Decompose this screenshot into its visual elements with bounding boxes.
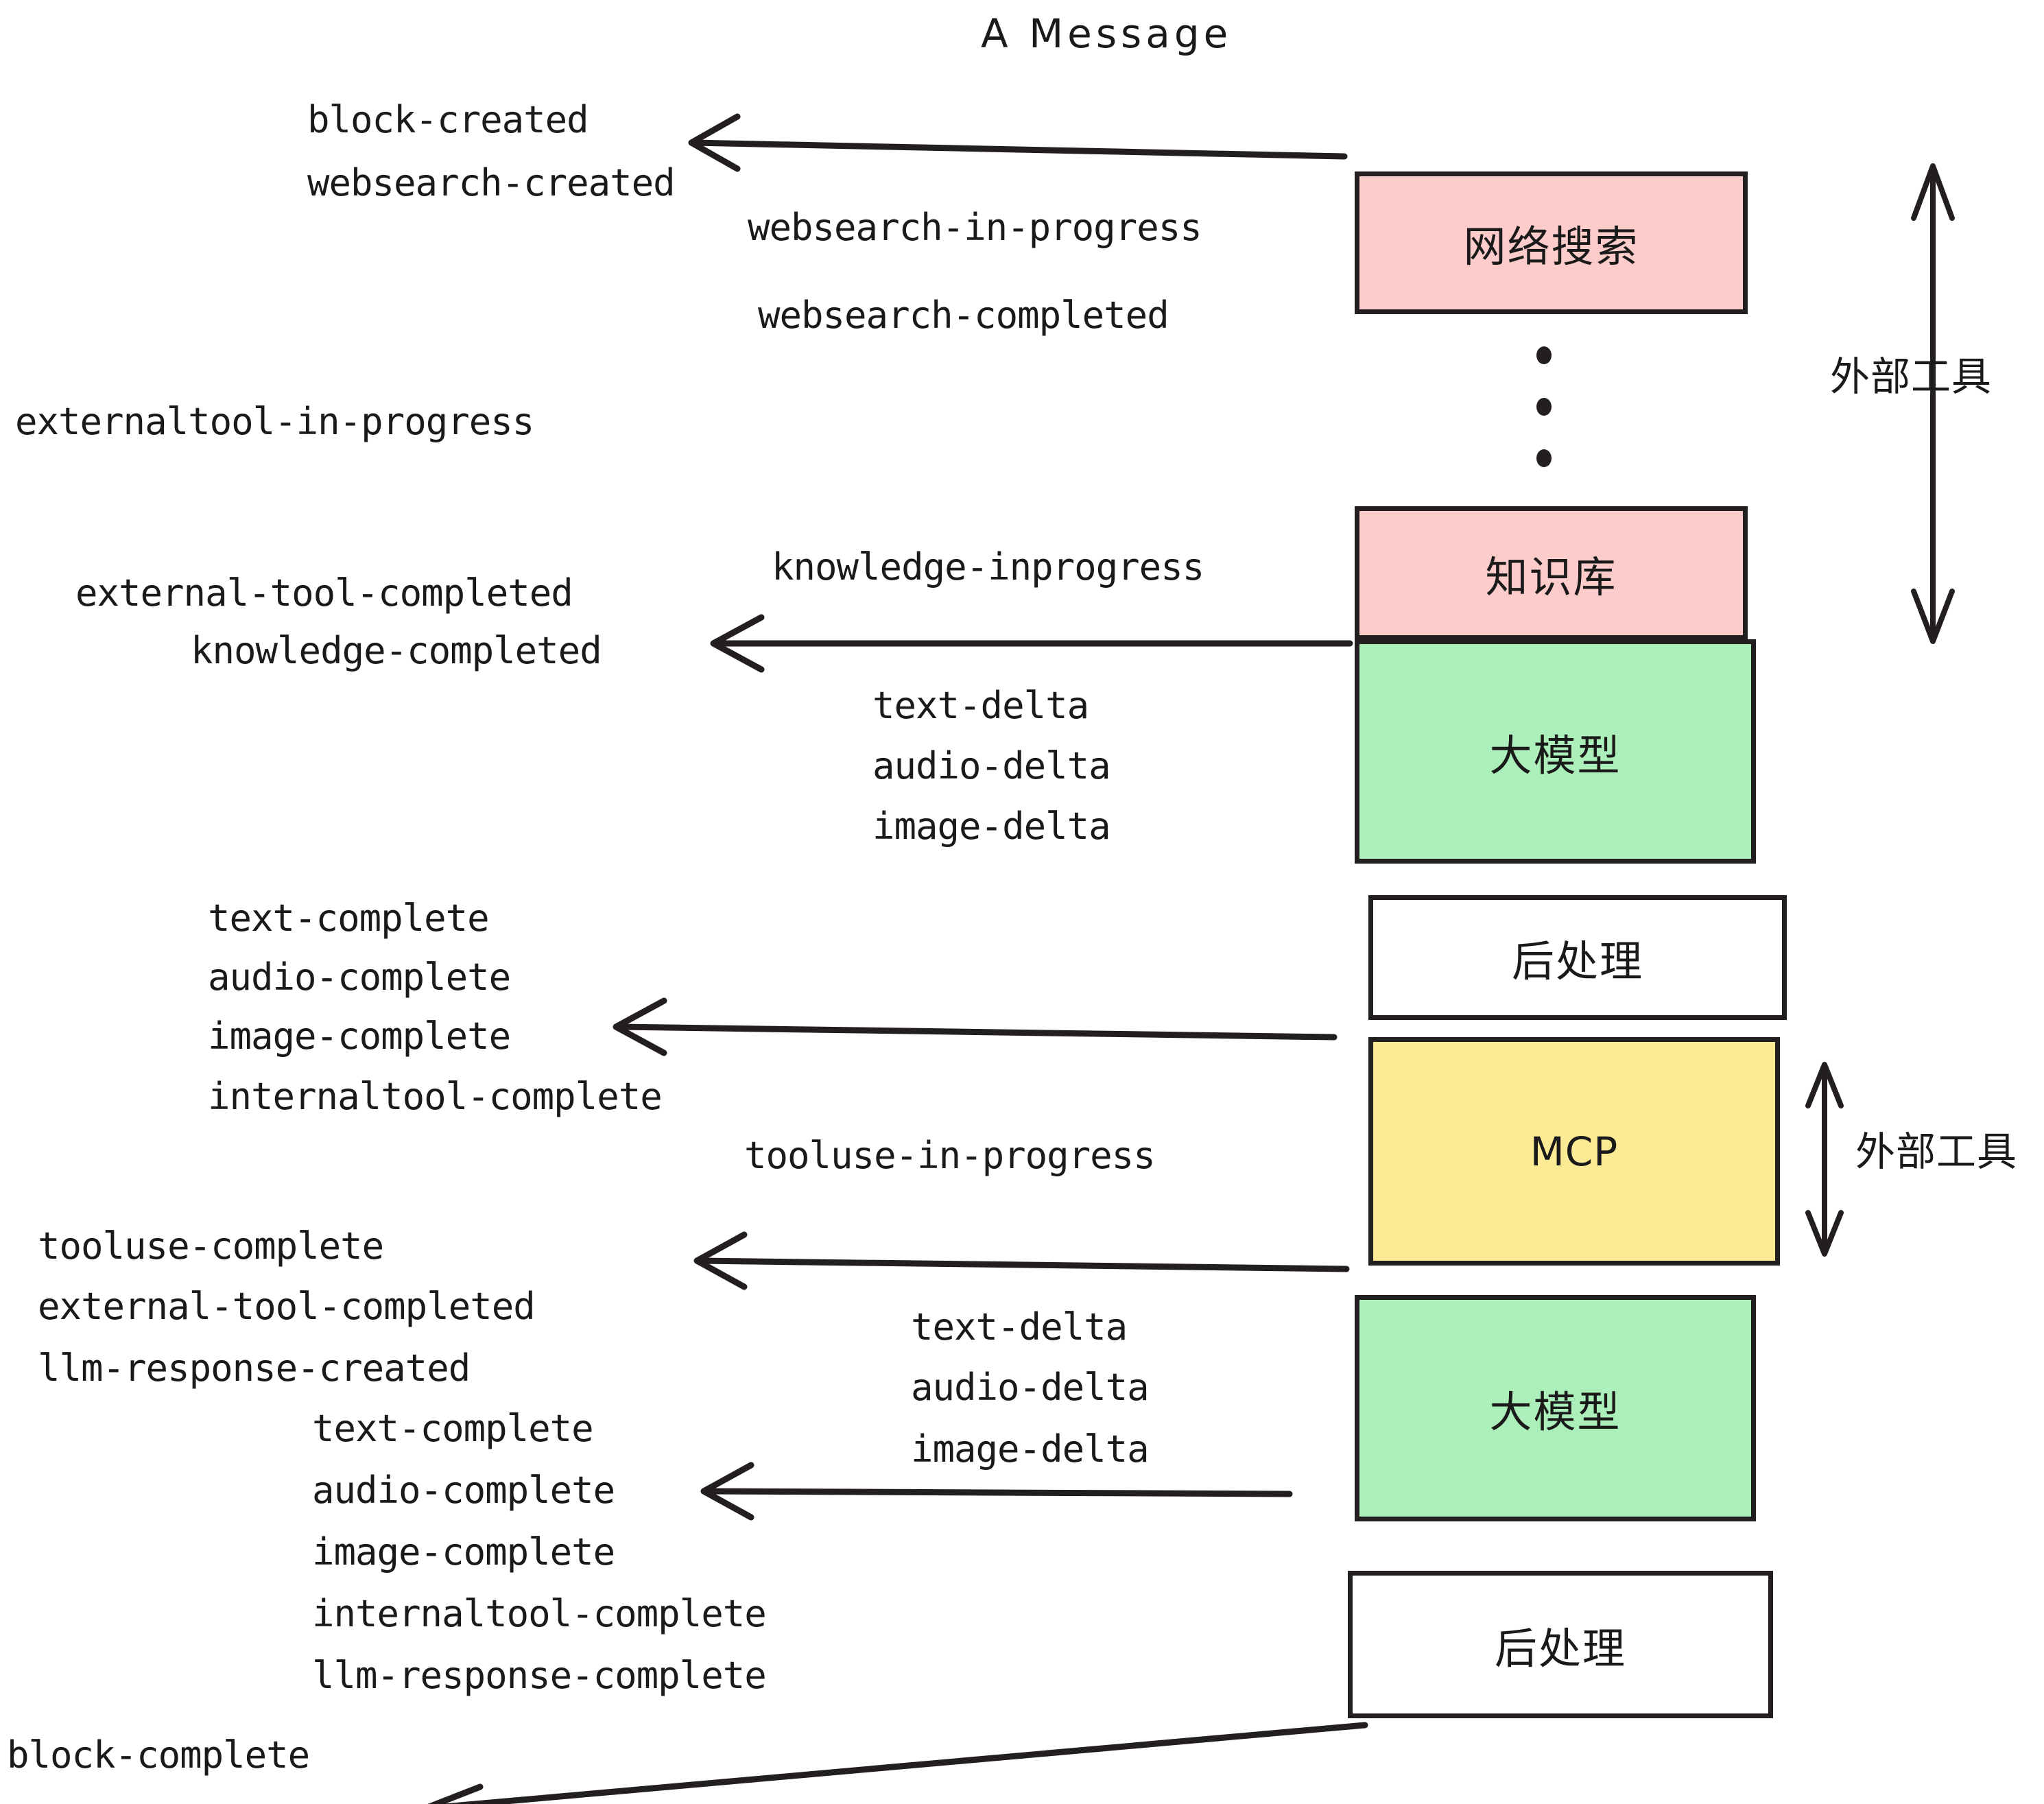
event-label-image-complete-bottom: image-complete — [312, 1530, 615, 1574]
box-postprocess-top[interactable]: 后处理 — [1368, 895, 1787, 1020]
ellipsis-dot-icon — [1536, 346, 1552, 364]
event-label-image-delta-top: image-delta — [872, 805, 1111, 848]
event-label-text-complete-bottom: text-complete — [312, 1407, 594, 1450]
event-label-websearch-completed: websearch-completed — [758, 294, 1169, 337]
event-label-external-tool-completed: external-tool-completed — [75, 571, 573, 615]
event-label-audio-delta-bottom: audio-delta — [911, 1366, 1150, 1409]
event-label-text-delta-bottom: text-delta — [911, 1305, 1128, 1349]
event-label-text-delta-top: text-delta — [872, 684, 1089, 727]
arrow-websearch-to-block-created — [688, 113, 1348, 172]
event-label-block-complete: block-complete — [7, 1733, 310, 1777]
arrow-postprocess-to-block-complete — [427, 1722, 1368, 1804]
event-label-audio-delta-top: audio-delta — [872, 744, 1111, 787]
double-arrow-external-tool-bottom — [1805, 1062, 1844, 1257]
double-arrow-external-tool-top — [1911, 163, 1955, 644]
arrow-mcp-to-tooluse-complete — [693, 1231, 1350, 1290]
side-label-external-tool-top: 外部工具 — [1830, 353, 1993, 400]
box-websearch[interactable]: 网络搜索 — [1355, 171, 1748, 314]
box-llm-bottom[interactable]: 大模型 — [1355, 1295, 1756, 1521]
event-label-llm-response-complete: llm-response-complete — [312, 1654, 767, 1697]
event-label-block-created: block-created — [307, 98, 589, 141]
event-label-tooluse-in-progress: tooluse-in-progress — [744, 1134, 1156, 1177]
event-label-tooluse-complete: tooluse-complete — [38, 1224, 384, 1268]
diagram-title: A Message — [981, 10, 1233, 57]
arrow-llm-to-audio-complete — [700, 1462, 1293, 1521]
side-label-external-tool-bottom: 外部工具 — [1855, 1128, 2018, 1175]
arrow-knowledge-to-completed — [710, 614, 1353, 673]
event-label-knowledge-inprogress: knowledge-inprogress — [772, 545, 1204, 589]
event-label-image-complete-top: image-complete — [208, 1014, 511, 1058]
event-label-websearch-in-progress: websearch-in-progress — [748, 206, 1202, 249]
event-label-knowledge-completed: knowledge-completed — [191, 629, 602, 672]
box-knowledge[interactable]: 知识库 — [1355, 506, 1748, 640]
ellipsis-dot-icon — [1536, 398, 1552, 416]
event-label-image-delta-bottom: image-delta — [911, 1427, 1150, 1471]
event-label-external-tool-completed-2: external-tool-completed — [38, 1285, 536, 1328]
event-label-audio-complete-bottom: audio-complete — [312, 1469, 615, 1512]
event-label-internaltool-complete-top: internaltool-complete — [208, 1075, 663, 1118]
arrow-mcp-to-image-complete — [613, 997, 1338, 1056]
event-label-text-complete-top: text-complete — [208, 897, 490, 940]
event-label-llm-response-created: llm-response-created — [38, 1346, 471, 1390]
box-postprocess-bottom[interactable]: 后处理 — [1348, 1571, 1773, 1718]
ellipsis-dot-icon — [1536, 449, 1552, 467]
box-mcp[interactable]: MCP — [1368, 1037, 1780, 1266]
event-label-websearch-created: websearch-created — [307, 161, 676, 204]
event-label-audio-complete-top: audio-complete — [208, 956, 511, 999]
event-label-internaltool-complete-bottom: internaltool-complete — [312, 1592, 767, 1635]
box-llm-top[interactable]: 大模型 — [1355, 639, 1756, 864]
event-label-externaltool-in-progress: externaltool-in-progress — [15, 400, 534, 443]
